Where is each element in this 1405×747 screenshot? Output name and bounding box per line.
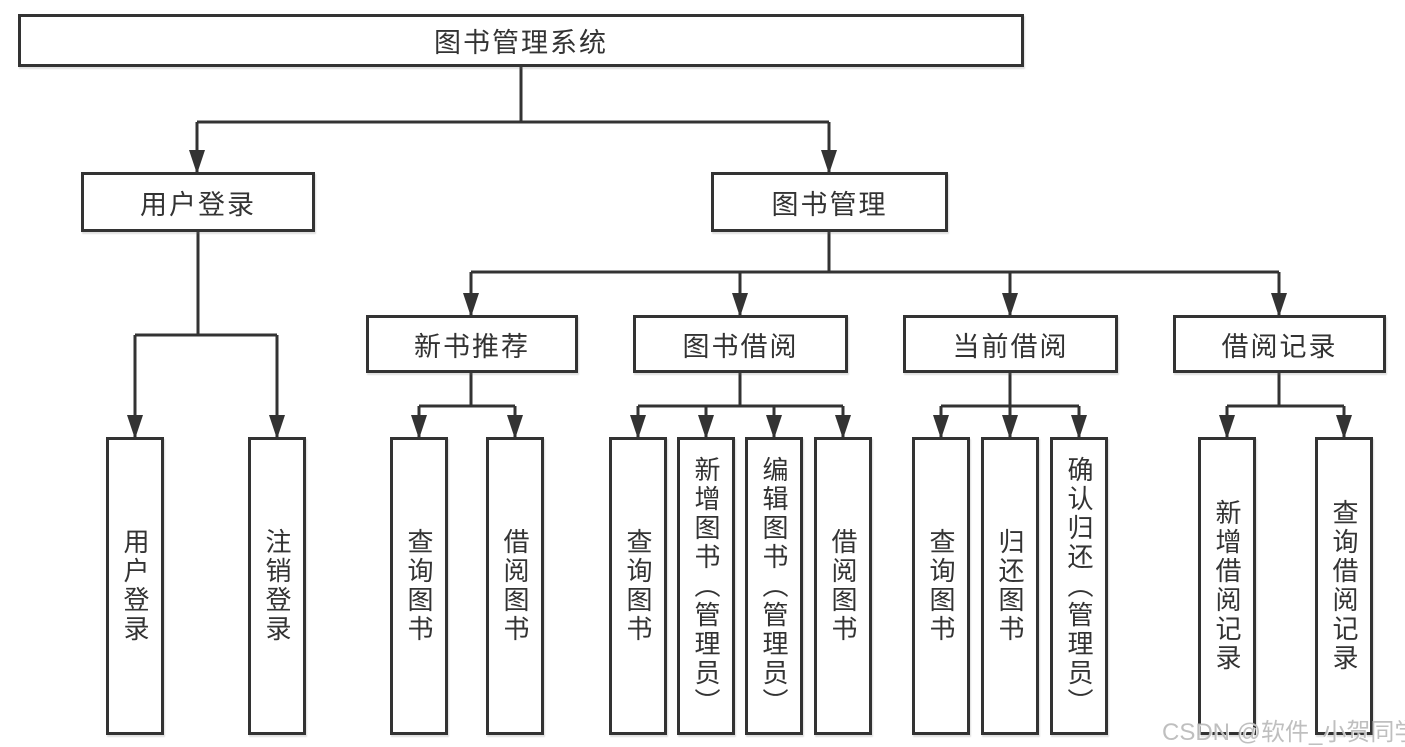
leaf-add-books-admin-label: 新增图书（管理员） bbox=[691, 455, 721, 717]
tree-edges bbox=[133, 67, 1346, 437]
node-current-borrowing-label: 当前借阅 bbox=[952, 331, 1069, 362]
node-book-management: 图书管理 bbox=[711, 172, 948, 232]
leaf-logout-label: 注销登录 bbox=[262, 528, 292, 644]
node-borrowing-records-label: 借阅记录 bbox=[1221, 331, 1338, 362]
leaf-confirm-return-admin: 确认归还（管理员） bbox=[1050, 437, 1108, 735]
csdn-watermark: CSDN @软件_小贺同学 bbox=[1162, 719, 1405, 746]
leaf-confirm-return-admin-label: 确认归还（管理员） bbox=[1064, 455, 1094, 717]
leaf-return-books: 归还图书 bbox=[981, 437, 1039, 735]
leaf-borrow-books-label: 借阅图书 bbox=[828, 528, 858, 644]
node-borrowing-records: 借阅记录 bbox=[1173, 315, 1386, 373]
node-user-login: 用户登录 bbox=[81, 172, 315, 232]
node-root-label: 图书管理系统 bbox=[434, 28, 608, 58]
node-new-book-recommendation-label: 新书推荐 bbox=[414, 331, 530, 362]
node-user-login-label: 用户登录 bbox=[140, 189, 256, 220]
leaf-query-borrow-record: 查询借阅记录 bbox=[1315, 437, 1373, 735]
leaf-add-books-admin: 新增图书（管理员） bbox=[677, 437, 735, 735]
leaf-borrow-books-recommend-label: 借阅图书 bbox=[500, 528, 530, 644]
leaf-add-borrow-record: 新增借阅记录 bbox=[1198, 437, 1256, 735]
node-book-borrowing-label: 图书借阅 bbox=[682, 331, 799, 362]
node-current-borrowing: 当前借阅 bbox=[903, 315, 1118, 373]
leaf-query-books-borrowing: 查询图书 bbox=[609, 437, 667, 735]
node-new-book-recommendation: 新书推荐 bbox=[366, 315, 578, 373]
leaf-edit-books-admin-label: 编辑图书（管理员） bbox=[759, 455, 789, 717]
leaf-return-books-label: 归还图书 bbox=[995, 528, 1025, 644]
arrowheads bbox=[127, 150, 1352, 439]
leaf-user-login: 用户登录 bbox=[106, 437, 164, 735]
leaf-query-books-recommend-label: 查询图书 bbox=[404, 528, 434, 644]
leaf-add-borrow-record-label: 新增借阅记录 bbox=[1212, 499, 1242, 673]
node-book-borrowing: 图书借阅 bbox=[633, 315, 848, 373]
leaf-logout: 注销登录 bbox=[248, 437, 306, 735]
leaf-borrow-books: 借阅图书 bbox=[814, 437, 872, 735]
leaf-borrow-books-recommend: 借阅图书 bbox=[486, 437, 544, 735]
leaf-query-books-recommend: 查询图书 bbox=[390, 437, 448, 735]
leaf-edit-books-admin: 编辑图书（管理员） bbox=[745, 437, 803, 735]
node-book-management-label: 图书管理 bbox=[771, 189, 888, 220]
leaf-query-books-borrowing-label: 查询图书 bbox=[623, 528, 653, 644]
node-root-system: 图书管理系统 bbox=[18, 14, 1024, 67]
leaf-query-books-current: 查询图书 bbox=[912, 437, 970, 735]
leaf-user-login-label: 用户登录 bbox=[120, 528, 150, 644]
leaf-query-books-current-label: 查询图书 bbox=[926, 528, 956, 644]
leaf-query-borrow-record-label: 查询借阅记录 bbox=[1329, 499, 1359, 673]
